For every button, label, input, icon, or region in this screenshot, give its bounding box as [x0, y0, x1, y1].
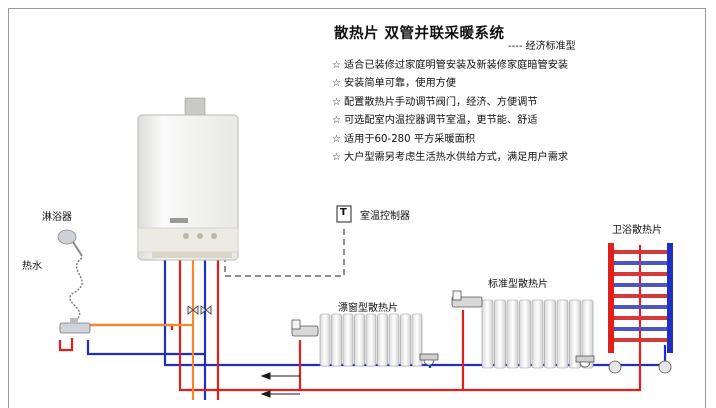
towel-rail — [614, 338, 667, 342]
feature-item: ☆适合已装修过家庭明管安装及新装修家庭暗管安装 — [332, 57, 568, 75]
thermostat-symbol: T — [340, 207, 347, 218]
window-radiator-valves — [291, 319, 439, 366]
feature-item: ☆可选配室内温控器调节室温，更节能、舒适 — [332, 112, 568, 130]
feature-list: ☆适合已装修过家庭明管安装及新装修家庭暗管安装 ☆安装简单可靠，使用方便 ☆配置… — [332, 57, 568, 167]
radiator-fin — [365, 313, 377, 367]
radiator-fin — [342, 313, 354, 367]
diagram-frame — [8, 8, 706, 408]
bathroom-radiator — [608, 243, 673, 374]
star-icon: ☆ — [332, 78, 341, 90]
diagram-subtitle: ---- 经济标准型 — [508, 41, 576, 52]
star-icon: ☆ — [332, 152, 341, 164]
radiator-fin — [494, 299, 506, 369]
radiator-fin — [556, 299, 569, 369]
radiator-fin — [569, 299, 581, 369]
feature-text: 适合已装修过家庭明管安装及新装修家庭暗管安装 — [344, 60, 569, 71]
window-radiator-label: 漂窗型散热片 — [338, 303, 398, 314]
radiator-fin — [388, 313, 400, 367]
standard-radiator-valves — [451, 290, 595, 368]
radiator-fin — [354, 313, 365, 367]
star-icon: ☆ — [332, 115, 341, 127]
towel-rail — [614, 250, 667, 254]
feature-text: 配置散热片手动调节阀门，经济、方便调节 — [344, 96, 538, 108]
towel-rail — [614, 316, 667, 320]
window-radiator — [319, 313, 423, 367]
radiator-fin — [400, 313, 411, 367]
hot-water-label: 热水 — [22, 261, 42, 272]
radiator-fin — [544, 299, 556, 369]
standard-radiator — [481, 299, 594, 369]
towel-rail — [614, 327, 667, 331]
radiator-fin — [377, 313, 388, 367]
gas-boiler — [137, 97, 239, 261]
feature-text: 大户型需另考虑生活热水供给方式，满足用户需求 — [344, 152, 569, 164]
shower-label: 淋浴器 — [42, 212, 72, 223]
radiator-fin — [531, 299, 544, 369]
thermostat-wire — [224, 225, 345, 277]
radiator-fin — [331, 313, 342, 367]
towel-rail — [614, 305, 667, 309]
towel-rail — [614, 294, 667, 298]
thermostat-icon — [336, 205, 352, 223]
feature-item: ☆配置散热片手动调节阀门，经济、方便调节 — [332, 94, 568, 112]
thermostat-label: 室温控制器 — [360, 211, 410, 222]
towel-rail — [614, 272, 667, 276]
towel-rail — [614, 283, 667, 287]
radiator-fin — [481, 299, 494, 369]
feature-item: ☆安装简单可靠，使用方便 — [332, 75, 568, 93]
star-icon: ☆ — [332, 96, 341, 108]
hot-water-pipe — [85, 256, 195, 400]
radiator-fin — [319, 313, 331, 367]
flow-arrows — [260, 372, 300, 398]
star-icon: ☆ — [332, 133, 341, 145]
radiator-fin — [581, 299, 594, 369]
star-icon: ☆ — [332, 60, 341, 71]
feature-text: 适用于60-280 平方采暖面积 — [344, 133, 476, 145]
diagram-title: 散热片 双管并联采暖系统 — [334, 26, 505, 42]
boiler-valves — [187, 305, 212, 315]
radiator-fin — [506, 299, 519, 369]
standard-radiator-label: 标准型散热片 — [488, 279, 548, 290]
radiator-fin — [411, 313, 423, 367]
feature-item: ☆大户型需另考虑生活热水供给方式，满足用户需求 — [332, 149, 568, 167]
shower-icon — [57, 229, 91, 334]
feature-item: ☆适用于60-280 平方采暖面积 — [332, 131, 568, 149]
feature-text: 安装简单可靠，使用方便 — [344, 78, 457, 90]
towel-rail — [614, 261, 667, 265]
radiator-fin — [519, 299, 531, 369]
bathroom-radiator-label: 卫浴散热片 — [612, 225, 662, 236]
feature-text: 可选配室内温控器调节室温，更节能、舒适 — [344, 115, 538, 127]
